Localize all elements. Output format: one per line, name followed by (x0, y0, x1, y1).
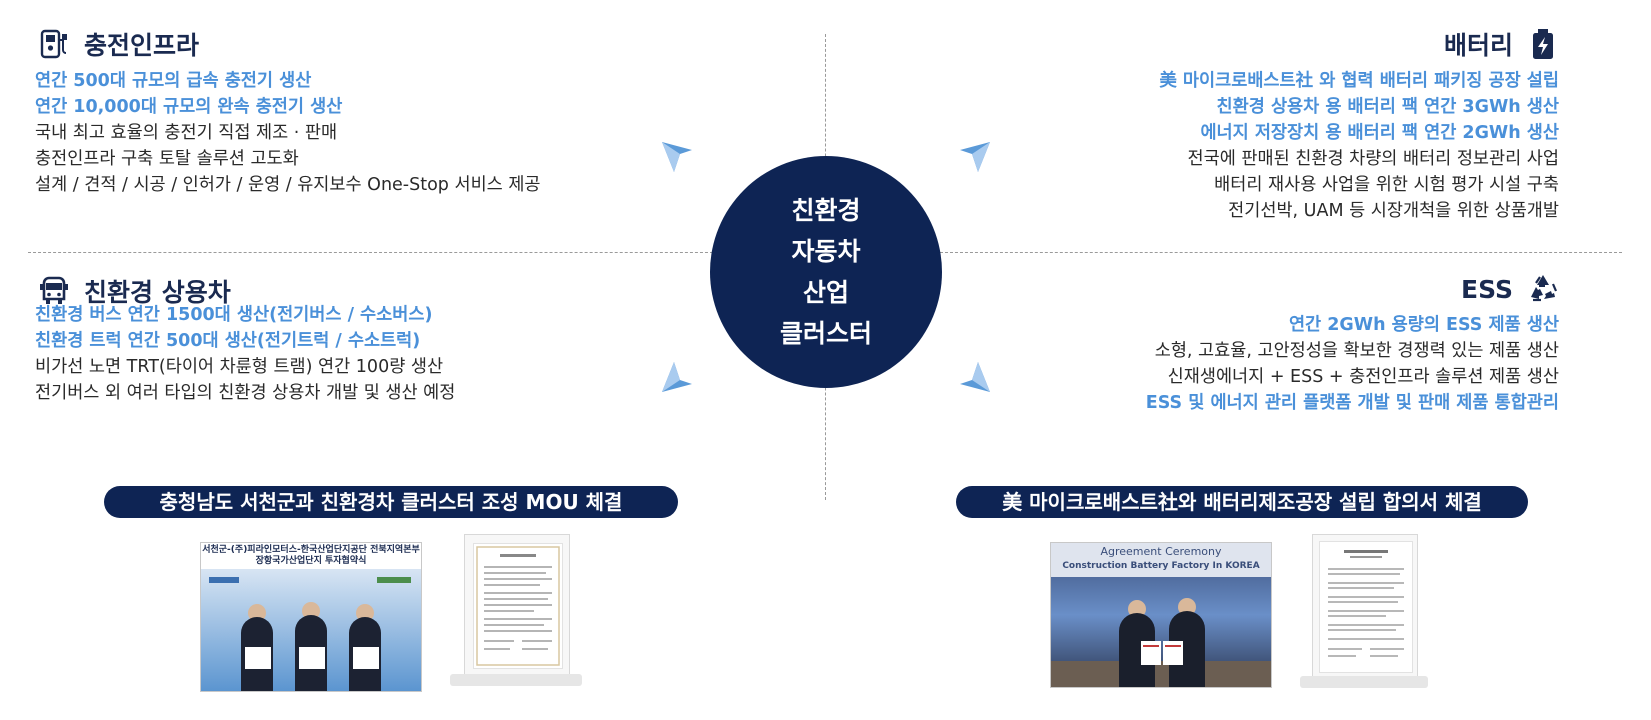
mou-right-document (1300, 534, 1430, 692)
battery-charging-icon (1533, 29, 1553, 59)
section-battery-list: 美 마이크로배스트社 와 협력 배터리 패키징 공장 설립 친환경 상용차 용 … (1159, 68, 1559, 224)
section-charging-title: 충전인프라 (84, 31, 200, 60)
section-commercial-heading: 친환경 상용차 (38, 273, 231, 309)
commercial-line: 친환경 트럭 연간 500대 생산(전기트럭 / 수소트럭) (35, 331, 421, 351)
ess-line: ESS 및 에너지 관리 플랫폼 개발 및 판매 제품 통합관리 (1145, 393, 1559, 413)
center-circle: 친환경 자동차 산업 클러스터 (710, 156, 942, 388)
mou-left-label: 충청남도 서천군과 친환경차 클러스터 조성 MOU 체결 (104, 486, 678, 518)
mou-right-photo-banner-2: Construction Battery Factory In KOREA (1062, 561, 1260, 571)
mou-left-document (450, 534, 584, 692)
section-charging-heading: 충전인프라 (38, 26, 199, 62)
document-text-lines (476, 546, 560, 666)
arrow-down-left-icon (662, 362, 692, 392)
mou-right-photo-banner-1: Agreement Ceremony (1100, 545, 1222, 558)
center-line-1: 친환경 (791, 196, 861, 225)
ev-charger-icon (40, 29, 67, 59)
section-battery-heading: 배터리 (1444, 26, 1559, 62)
mou-right-label: 美 마이크로배스트社와 배터리제조공장 설립 합의서 체결 (956, 486, 1528, 518)
battery-line: 美 마이크로배스트社 와 협력 배터리 패키징 공장 설립 (1159, 71, 1559, 91)
horizontal-divider-right (940, 252, 1622, 253)
commercial-line: 전기버스 외 여러 타입의 친환경 상용차 개발 및 생산 예정 (35, 383, 456, 403)
ess-line: 소형, 고효율, 고안정성을 확보한 경쟁력 있는 제품 생산 (1154, 341, 1559, 361)
arrow-up-left-icon (662, 142, 692, 172)
commercial-line: 비가선 노면 TRT(타이어 차륜형 트램) 연간 100량 생산 (35, 357, 444, 377)
battery-line: 에너지 저장장치 용 배터리 팩 연간 2GWh 생산 (1200, 123, 1559, 143)
section-ess-heading: ESS (1461, 273, 1559, 305)
arrow-up-right-icon (960, 142, 990, 172)
battery-line: 전기선박, UAM 등 시장개척을 위한 상품개발 (1228, 201, 1559, 221)
charging-line: 국내 최고 효율의 충전기 직접 제조 · 판매 (35, 123, 338, 143)
charging-line: 연간 10,000대 규모의 완속 충전기 생산 (35, 97, 343, 117)
mou-right-photo: Agreement Ceremony Construction Battery … (1050, 542, 1272, 688)
center-line-4: 클러스터 (779, 319, 872, 348)
charging-line: 연간 500대 규모의 급속 충전기 생산 (35, 71, 312, 91)
battery-line: 친환경 상용차 용 배터리 팩 연간 3GWh 생산 (1216, 97, 1559, 117)
arrow-down-right-icon (960, 362, 990, 392)
ess-line: 신재생에너지 + ESS + 충전인프라 솔루션 제품 생산 (1167, 367, 1559, 387)
section-battery-title: 배터리 (1443, 31, 1513, 60)
section-charging-list: 연간 500대 규모의 급속 충전기 생산 연간 10,000대 규모의 완속 … (35, 68, 541, 198)
commercial-line: 친환경 버스 연간 1500대 생산(전기버스 / 수소버스) (35, 305, 433, 325)
document-stand (450, 674, 582, 686)
bus-icon (40, 276, 68, 304)
ess-line: 연간 2GWh 용량의 ESS 제품 생산 (1288, 315, 1559, 335)
mou-left-photo: 서천군-(주)피라인모터스-한국산업단지공단 전북지역본부 장항국가산업단지 투… (200, 542, 422, 692)
mou-left-photo-banner-1: 서천군-(주)피라인모터스-한국산업단지공단 전북지역본부 (202, 545, 420, 555)
center-line-3: 산업 (802, 278, 849, 307)
document-stand (1300, 676, 1428, 688)
mou-left-photo-banner-2: 장항국가산업단지 투자협약식 (255, 556, 367, 566)
recycle-icon (1531, 275, 1558, 302)
battery-line: 배터리 재사용 사업을 위한 시험 평가 시설 구축 (1214, 175, 1559, 195)
horizontal-divider-left (28, 252, 718, 253)
battery-line: 전국에 판매된 친환경 차량의 배터리 정보관리 사업 (1187, 149, 1559, 169)
charging-line: 설계 / 견적 / 시공 / 인허가 / 운영 / 유지보수 One-Stop … (35, 175, 541, 195)
section-ess-list: 연간 2GWh 용량의 ESS 제품 생산 소형, 고효율, 고안정성을 확보한… (1146, 312, 1559, 416)
document-text-lines (1328, 550, 1404, 657)
center-line-2: 자동차 (791, 237, 861, 266)
charging-line: 충전인프라 구축 토탈 솔루션 고도화 (35, 149, 299, 169)
section-ess-title: ESS (1461, 274, 1513, 304)
section-commercial-list: 친환경 버스 연간 1500대 생산(전기버스 / 수소버스) 친환경 트럭 연… (35, 302, 455, 406)
section-commercial-title: 친환경 상용차 (84, 278, 231, 307)
